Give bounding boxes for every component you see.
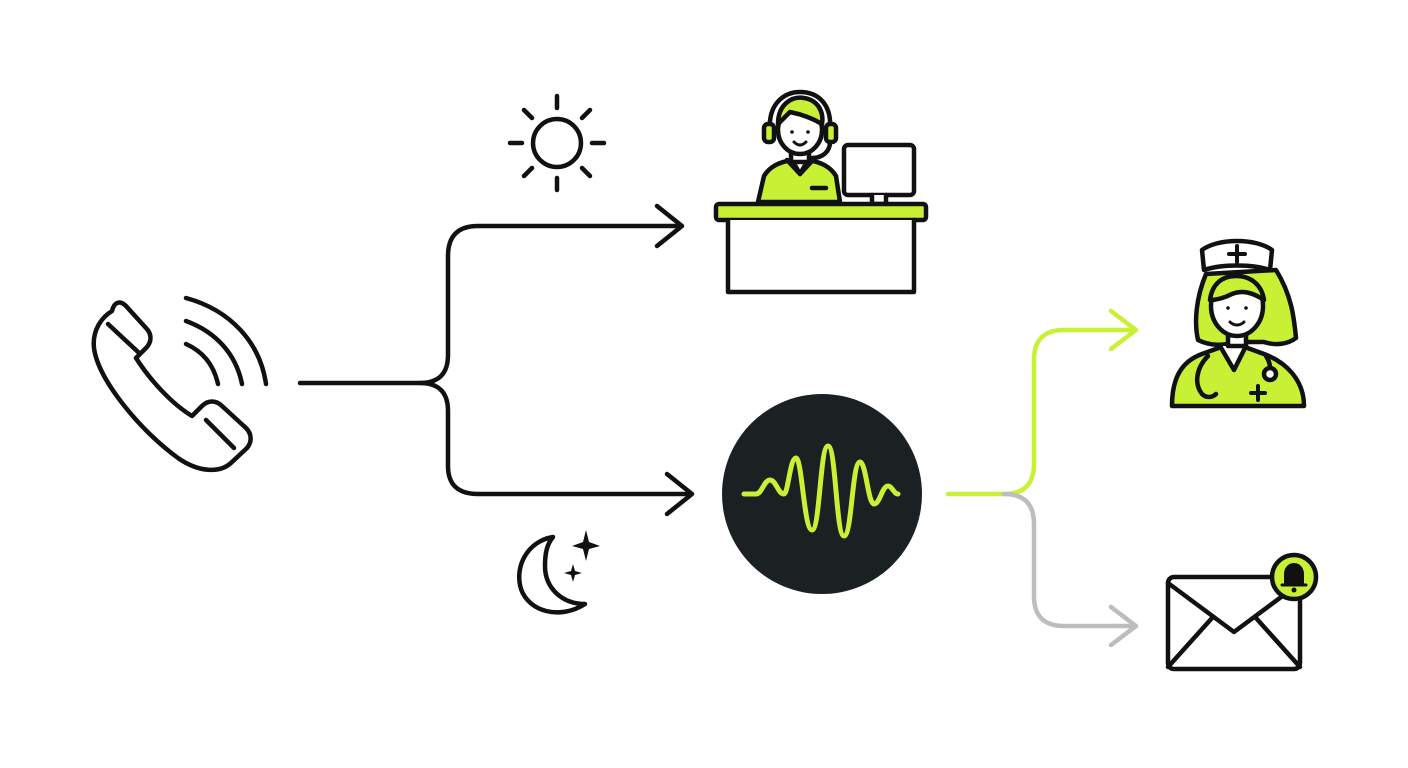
voice-waveform-icon — [722, 394, 922, 594]
connector-to-nurse — [945, 308, 1139, 497]
mail-bell-icon — [1165, 552, 1319, 672]
connector-to-receptionist — [297, 203, 685, 386]
sun-icon — [507, 93, 607, 193]
moon-stars-icon — [517, 534, 588, 615]
nurse-icon — [1169, 238, 1307, 409]
receptionist-desk-icon — [713, 89, 929, 295]
star-large — [572, 530, 600, 561]
connector-to-email — [1001, 491, 1139, 648]
star-small — [564, 564, 582, 582]
connector-to-ai-agent — [417, 380, 695, 517]
phone-ringing-icon — [91, 295, 269, 472]
